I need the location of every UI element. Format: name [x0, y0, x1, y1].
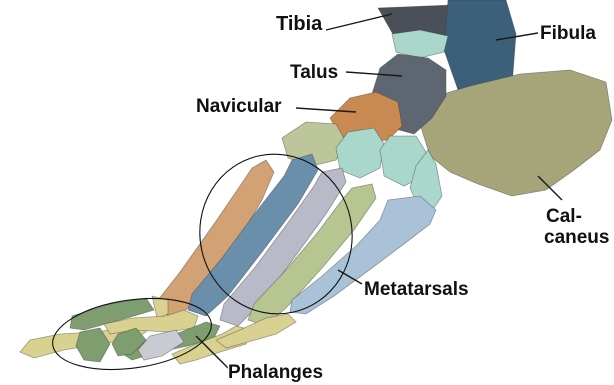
label-tibia: Tibia: [276, 13, 323, 35]
tibia-leader-line: [326, 14, 392, 30]
calcaneus-bone: [420, 70, 612, 196]
label-talus: Talus: [290, 62, 338, 83]
foot-bones: [20, 0, 612, 364]
label-metatarsals: Metatarsals: [364, 279, 469, 300]
label-phalanges: Phalanges: [228, 362, 323, 383]
label-calcaneus-line1: Cal-: [546, 206, 582, 227]
label-navicular: Navicular: [196, 96, 282, 117]
tibia-distal-surface: [392, 30, 448, 58]
label-fibula: Fibula: [540, 23, 596, 44]
label-calcaneus-line2: caneus: [544, 227, 609, 248]
